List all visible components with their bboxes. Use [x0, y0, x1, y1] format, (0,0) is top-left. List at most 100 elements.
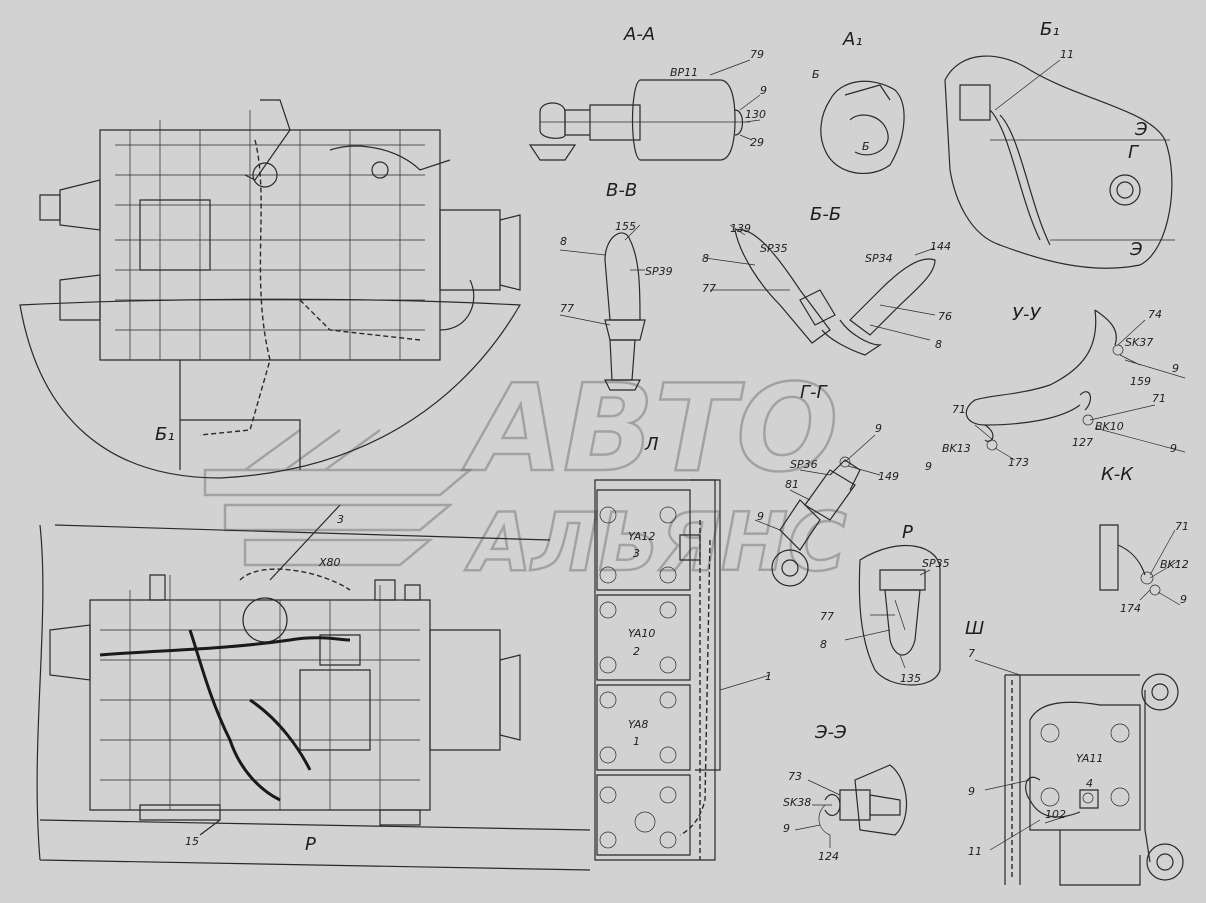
- section-label-p: Р: [902, 522, 913, 543]
- section-label-b1-main: Б₁: [155, 424, 175, 445]
- callout-79: 79: [750, 48, 764, 61]
- view-mark-b-a1: Б: [812, 68, 820, 81]
- callout-9-uu2: 9: [925, 460, 932, 473]
- callout-11-sh: 11: [968, 845, 982, 858]
- section-mark-p-main: Р: [305, 834, 316, 855]
- callout-1: 1: [765, 670, 772, 683]
- valve-stack: YA12 3 YA10 2 YA8 1 1: [594, 479, 772, 861]
- callout-sp35-r: SP35: [922, 557, 950, 570]
- callout-9-gg: 9: [875, 422, 882, 435]
- callout-149: 149: [878, 470, 899, 483]
- callout-9-ee: 9: [783, 822, 790, 835]
- valve-label-ya8: YA8: [628, 718, 648, 731]
- callout-15: 15: [185, 835, 199, 848]
- section-vv: В-В 8 155 SP39 77 Л: [559, 180, 673, 455]
- callout-139: 139: [730, 222, 751, 235]
- callout-159: 159: [1130, 375, 1151, 388]
- section-label-gg: Г-Г: [800, 382, 829, 403]
- view-mark-e1: Э: [1134, 119, 1148, 140]
- watermark: АВТО АЛЬЯНС: [203, 359, 848, 590]
- callout-174: 174: [1120, 602, 1141, 615]
- view-sh: Ш 7 YA11 4 9 102 11: [965, 618, 1184, 886]
- watermark-line1: АВТО: [462, 360, 838, 499]
- section-label-b1-top: Б₁: [1040, 19, 1060, 40]
- callout-sk38: SK38: [783, 796, 811, 809]
- section-a1: А₁ Б Б: [812, 29, 905, 174]
- callout-8-r: 8: [820, 638, 827, 651]
- valve-number-3: 3: [633, 547, 640, 560]
- callout-81: 81: [785, 478, 799, 491]
- callout-74: 74: [1148, 308, 1162, 321]
- callout-130: 130: [745, 108, 766, 121]
- callout-173: 173: [1008, 456, 1029, 469]
- view-mark-b-a1-2: Б: [862, 140, 870, 153]
- view-p: Р SP35 77 8 135: [820, 522, 950, 686]
- callout-sp36: SP36: [790, 458, 818, 471]
- section-kk: К-К 71 BK12 174 9: [1099, 464, 1189, 615]
- valve-label-ya12: YA12: [628, 530, 655, 543]
- callout-9-sh: 9: [968, 785, 975, 798]
- section-label-kk: К-К: [1101, 464, 1134, 485]
- section-label-aa: А-А: [623, 24, 655, 45]
- section-label-bb: Б-Б: [810, 204, 841, 225]
- valve-number-2: 2: [633, 645, 640, 658]
- callout-77-bb: 77: [702, 282, 716, 295]
- callout-71-uu: 71: [952, 403, 966, 416]
- engine-top-view: Б₁: [19, 99, 522, 479]
- callout-29: 29: [750, 136, 764, 149]
- section-label-a1: А₁: [842, 29, 863, 50]
- callout-9-gg2: 9: [757, 510, 764, 523]
- callout-144: 144: [930, 240, 951, 253]
- callout-8-bb2: 8: [935, 338, 942, 351]
- callout-9-kk: 9: [1180, 593, 1187, 606]
- callout-155: 155: [615, 220, 636, 233]
- callout-73: 73: [788, 770, 802, 783]
- callout-bk10: BK10: [1095, 420, 1124, 433]
- callout-76: 76: [938, 310, 952, 323]
- section-uu: У-У 74 SK37 159 9 71 BK10 127 9 71 BK13 …: [925, 304, 1186, 473]
- engine-side-view: X80 3 15 Р: [36, 504, 591, 871]
- callout-8-bb: 8: [702, 252, 709, 265]
- section-gg: Г-Г 9 SP36 149 81 9: [754, 382, 899, 587]
- section-label-sh: Ш: [965, 618, 984, 639]
- callout-9-uu: 9: [1172, 362, 1179, 375]
- callout-135: 135: [900, 672, 921, 685]
- callout-9-uu3: 9: [1170, 442, 1177, 455]
- callout-8-vv: 8: [560, 235, 567, 248]
- section-b1-top: Б₁ 11 Э Г Э: [944, 19, 1175, 269]
- callout-sp39: SP39: [645, 265, 673, 278]
- callout-sp35-bb: SP35: [760, 242, 788, 255]
- view-mark-e2: Э: [1129, 239, 1143, 260]
- callout-124: 124: [818, 850, 839, 863]
- section-bb: Б-Б 139 SP35 8 77 SP34 144 76 8: [702, 204, 952, 356]
- callout-bk12: BK12: [1160, 558, 1189, 571]
- watermark-line2: АЛЬЯНС: [464, 496, 847, 589]
- callout-9-aa: 9: [760, 84, 767, 97]
- section-ee: Э-Э 73 SK38 9 124: [783, 722, 907, 863]
- callout-77-vv: 77: [560, 302, 574, 315]
- view-mark-l: Л: [644, 434, 659, 455]
- callout-71-kk: 71: [1175, 520, 1189, 533]
- valve-label-ya11: YA11: [1076, 752, 1103, 765]
- callout-127: 127: [1072, 436, 1093, 449]
- callout-3-main: 3: [337, 513, 344, 526]
- callout-102: 102: [1045, 808, 1066, 821]
- watermark-stripes: [203, 428, 474, 567]
- section-label-vv: В-В: [606, 180, 637, 201]
- section-aa: А-А BP11 79 9 130 29: [528, 24, 767, 161]
- valve-number-4: 4: [1086, 777, 1093, 790]
- section-label-uu: У-У: [1012, 304, 1041, 325]
- callout-sp34: SP34: [865, 252, 893, 265]
- callout-sk37: SK37: [1125, 336, 1153, 349]
- valve-number-1: 1: [633, 735, 640, 748]
- section-label-ee: Э-Э: [814, 722, 847, 743]
- callout-11-b1: 11: [1060, 48, 1074, 61]
- callout-7: 7: [968, 647, 975, 660]
- view-mark-g1: Г: [1128, 142, 1140, 163]
- callout-71-uu2: 71: [1152, 392, 1166, 405]
- callout-bk13: BK13: [942, 442, 971, 455]
- valve-label-ya10: YA10: [628, 627, 655, 640]
- connector-x80-label: X80: [318, 556, 341, 569]
